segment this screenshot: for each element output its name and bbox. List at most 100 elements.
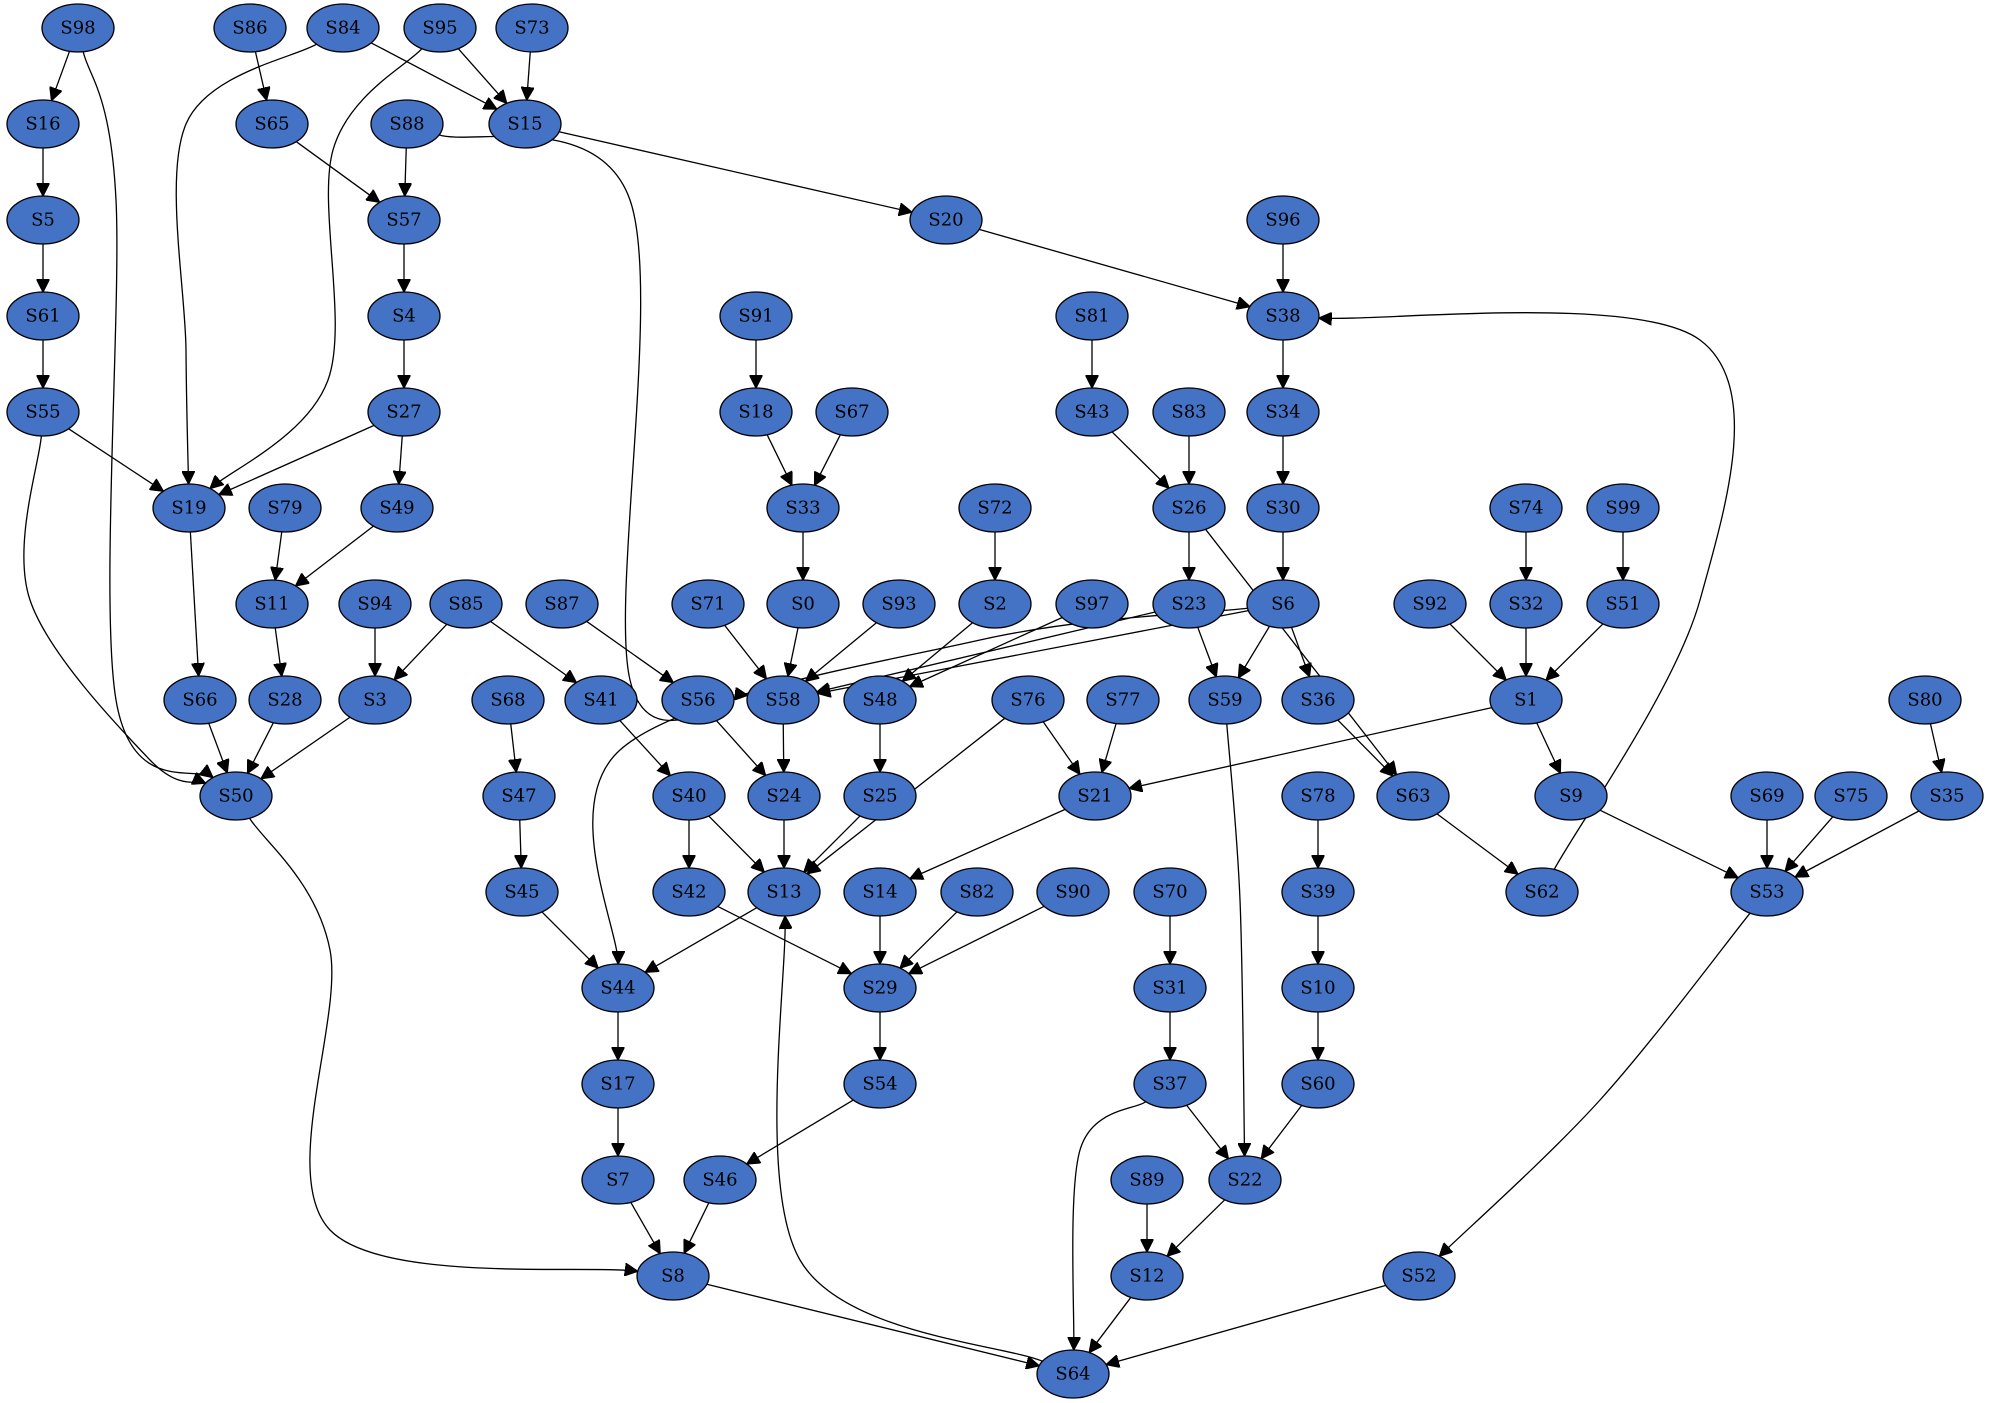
node-shape — [367, 291, 441, 341]
node-label: S63 — [1395, 786, 1430, 807]
node-label: S80 — [1907, 690, 1942, 711]
node-label: S51 — [1605, 594, 1640, 615]
edge-s79-to-s11 — [275, 531, 282, 580]
node-label: S48 — [862, 690, 897, 711]
node-label: S36 — [1300, 690, 1335, 711]
node-label: S84 — [325, 18, 360, 39]
node-shape — [719, 291, 793, 341]
node-label: S69 — [1749, 786, 1784, 807]
node-label: S62 — [1524, 882, 1559, 903]
node-label: S61 — [25, 306, 60, 327]
node-shape — [482, 771, 556, 821]
node-s89: S89 — [1110, 1155, 1184, 1205]
node-s41: S41 — [564, 675, 638, 725]
edge-s0-to-s58 — [788, 627, 799, 676]
node-label: S59 — [1207, 690, 1242, 711]
node-shape — [1393, 579, 1467, 629]
node-shape — [1281, 1059, 1355, 1109]
edge-s80-to-s35 — [1929, 723, 1941, 773]
node-shape — [41, 3, 115, 53]
node-shape — [1152, 579, 1226, 629]
node-shape — [367, 387, 441, 437]
node-s0: S0 — [766, 579, 840, 629]
node-s91: S91 — [719, 291, 793, 341]
node-shape — [235, 579, 309, 629]
edge-s41-to-s40 — [619, 720, 670, 775]
edge-s53-to-s52 — [1439, 912, 1751, 1256]
node-shape — [199, 771, 273, 821]
node-s46: S46 — [683, 1155, 757, 1205]
node-shape — [1489, 675, 1563, 725]
node-s4: S4 — [367, 291, 441, 341]
node-s31: S31 — [1133, 963, 1207, 1013]
node-s25: S25 — [843, 771, 917, 821]
node-shape — [1055, 291, 1129, 341]
node-shape — [152, 483, 226, 533]
node-shape — [525, 579, 599, 629]
node-s13: S13 — [747, 867, 821, 917]
node-label: S82 — [959, 882, 994, 903]
node-shape — [403, 3, 477, 53]
node-label: S44 — [600, 978, 635, 999]
node-s9: S9 — [1534, 771, 1608, 821]
node-s36: S36 — [1281, 675, 1355, 725]
node-label: S93 — [881, 594, 916, 615]
edge-s37-to-s22 — [1186, 1104, 1229, 1158]
node-shape — [766, 483, 840, 533]
node-label: S33 — [785, 498, 820, 519]
node-shape — [1246, 387, 1320, 437]
node-label: S91 — [738, 306, 773, 327]
node-shape — [1281, 963, 1355, 1013]
node-s50: S50 — [199, 771, 273, 821]
node-label: S87 — [544, 594, 579, 615]
node-s73: S73 — [495, 3, 569, 53]
edge-s85-to-s41 — [490, 620, 577, 683]
node-shape — [719, 387, 793, 437]
node-label: S26 — [1171, 498, 1206, 519]
edge-s6-to-s59 — [1238, 625, 1271, 677]
node-shape — [370, 99, 444, 149]
edge-s84-to-s19 — [175, 43, 317, 484]
node-shape — [1281, 867, 1355, 917]
node-shape — [940, 867, 1014, 917]
node-s55: S55 — [6, 387, 80, 437]
edge-s56-to-s24 — [715, 720, 765, 776]
node-s24: S24 — [747, 771, 821, 821]
edge-s40-to-s13 — [708, 815, 764, 872]
node-shape — [1152, 387, 1226, 437]
edge-s22-to-s12 — [1167, 1199, 1226, 1256]
edge-s12-to-s64 — [1089, 1297, 1132, 1352]
node-shape — [862, 579, 936, 629]
node-shape — [471, 675, 545, 725]
node-s58: S58 — [746, 675, 820, 725]
node-s77: S77 — [1086, 675, 1160, 725]
node-label: S9 — [1559, 786, 1583, 807]
node-label: S58 — [765, 690, 800, 711]
node-s1: S1 — [1489, 675, 1563, 725]
node-label: S13 — [766, 882, 801, 903]
node-s99: S99 — [1586, 483, 1660, 533]
node-s47: S47 — [482, 771, 556, 821]
node-s96: S96 — [1246, 195, 1320, 245]
node-shape — [843, 1059, 917, 1109]
node-label: S18 — [738, 402, 773, 423]
node-shape — [338, 675, 412, 725]
edge-s9-to-s53 — [1599, 809, 1738, 878]
node-s6: S6 — [1246, 579, 1320, 629]
node-s45: S45 — [485, 867, 559, 917]
node-shape — [652, 771, 726, 821]
node-s65: S65 — [235, 99, 309, 149]
node-s90: S90 — [1036, 867, 1110, 917]
edge-s13-to-s44 — [645, 907, 758, 973]
node-shape — [1910, 771, 1984, 821]
node-shape — [1489, 483, 1563, 533]
node-s33: S33 — [766, 483, 840, 533]
node-s71: S71 — [671, 579, 745, 629]
node-label: S89 — [1129, 1170, 1164, 1191]
edge-s86-to-s65 — [254, 51, 266, 101]
node-label: S16 — [25, 114, 60, 135]
node-label: S4 — [392, 306, 416, 327]
node-s93: S93 — [862, 579, 936, 629]
node-label: S2 — [983, 594, 1007, 615]
node-s38: S38 — [1246, 291, 1320, 341]
